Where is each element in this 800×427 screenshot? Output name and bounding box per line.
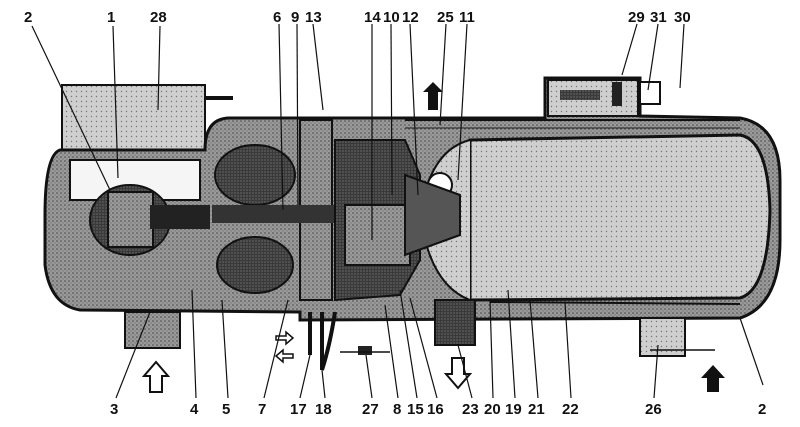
callout-bottom-16: 16 <box>427 401 444 418</box>
callout-top-11: 11 <box>459 9 475 26</box>
callout-top-2: 2 <box>24 9 32 26</box>
callout-bottom-27: 27 <box>362 401 379 418</box>
callout-bottom-7: 7 <box>258 401 266 418</box>
callout-top-1: 1 <box>107 9 115 26</box>
leader-lines <box>31 23 764 399</box>
exhaust-out-arrow <box>423 82 443 110</box>
callout-bottom-8: 8 <box>393 401 401 418</box>
callout-top-28: 28 <box>150 9 167 26</box>
control-unit-top-right <box>547 79 661 117</box>
air-inlet-left <box>124 311 181 349</box>
callout-bottom-4: 4 <box>190 401 199 418</box>
callouts-top: 2 1 28 6 9 13 14 10 12 25 11 29 31 30 <box>24 9 691 26</box>
callout-bottom-26: 26 <box>645 401 662 418</box>
callout-bottom-18: 18 <box>315 401 332 418</box>
combustion-blower <box>212 119 342 301</box>
callout-bottom-5: 5 <box>222 401 230 418</box>
callout-top-29: 29 <box>628 9 645 26</box>
callout-bottom-20: 20 <box>484 401 501 418</box>
callout-top-12: 12 <box>402 9 419 26</box>
fuel-lines <box>308 311 337 371</box>
air-in-arrow-left <box>141 360 171 393</box>
callout-top-6: 6 <box>273 9 281 26</box>
exhaust-pipe <box>434 299 476 346</box>
callouts-bottom: 3 4 5 7 17 18 27 8 15 16 23 20 19 21 22 … <box>110 401 766 418</box>
callout-bottom-15: 15 <box>407 401 424 418</box>
air-in-arrow-right <box>701 365 725 392</box>
callout-bottom-22: 22 <box>562 401 579 418</box>
callout-top-30: 30 <box>674 9 691 26</box>
callout-bottom-23: 23 <box>462 401 479 418</box>
callout-top-14: 14 <box>364 9 381 26</box>
callout-bottom-2: 2 <box>758 401 766 418</box>
callout-top-9: 9 <box>291 9 299 26</box>
callout-top-13: 13 <box>305 9 322 26</box>
callout-bottom-3: 3 <box>110 401 118 418</box>
blower-motor <box>69 159 210 256</box>
exhaust-down-arrow <box>443 357 473 390</box>
sensor-27 <box>340 346 390 355</box>
callout-bottom-21: 21 <box>528 401 545 418</box>
callout-top-10: 10 <box>383 9 400 26</box>
callout-bottom-17: 17 <box>290 401 307 418</box>
callout-bottom-19: 19 <box>505 401 522 418</box>
callout-top-25: 25 <box>437 9 454 26</box>
burner-assembly <box>334 139 461 302</box>
callout-top-31: 31 <box>650 9 667 26</box>
